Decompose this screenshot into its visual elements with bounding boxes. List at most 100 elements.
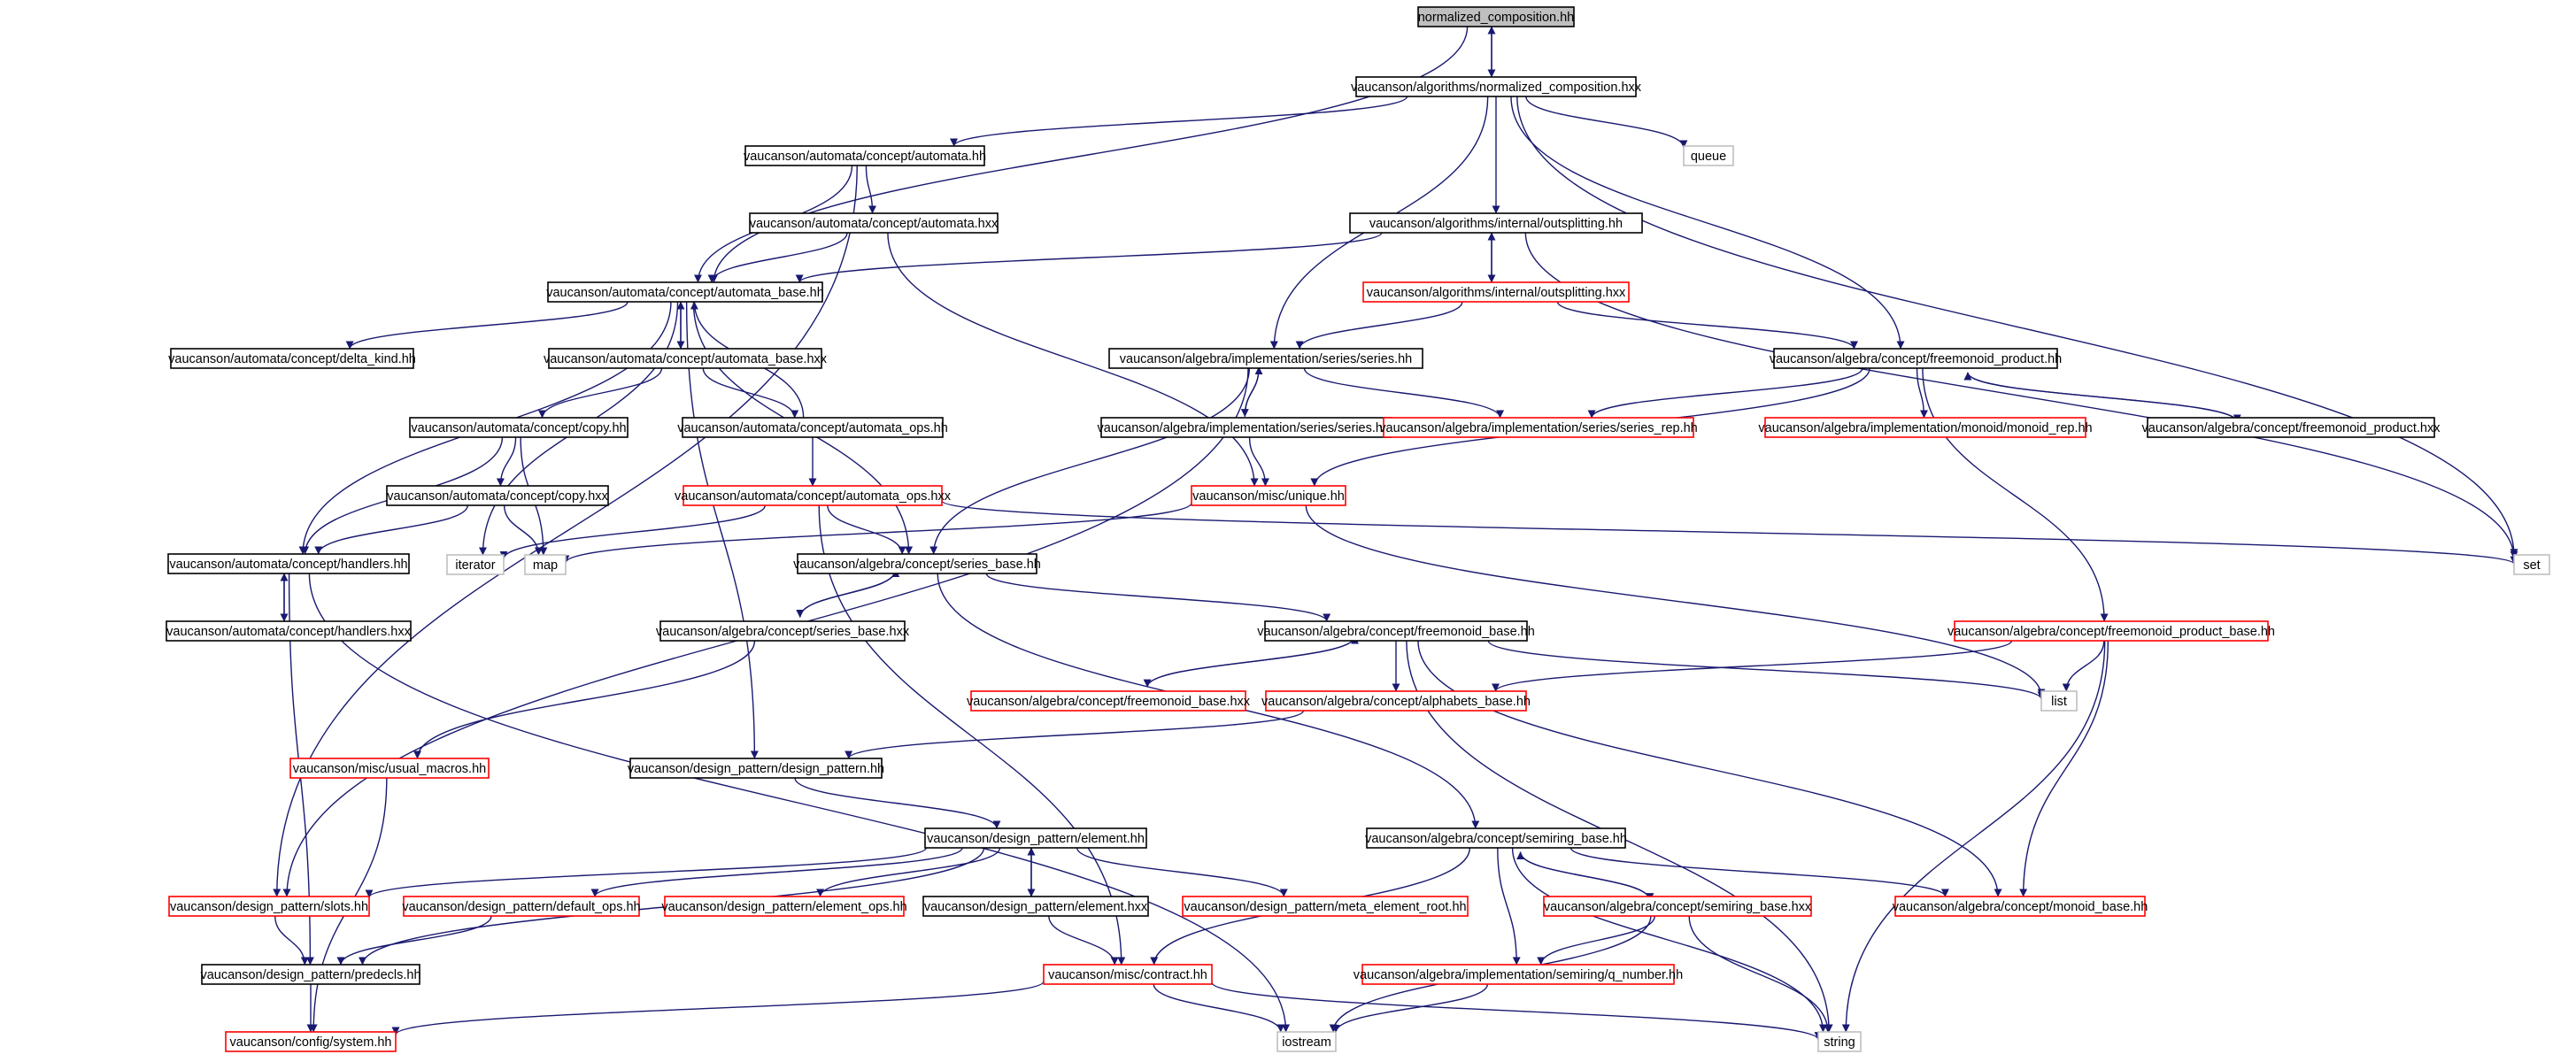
node-label: vaucanson/misc/unique.hh (1192, 489, 1345, 504)
node-outsplit-hh[interactable]: vaucanson/algorithms/internal/outsplitti… (1349, 212, 1643, 234)
node-series-base-hh[interactable]: vaucanson/algebra/concept/series_base.hh (793, 553, 1041, 574)
node-system[interactable]: vaucanson/config/system.hh (225, 1031, 397, 1052)
node-label: list (2051, 695, 2067, 709)
node-iterator[interactable]: iterator (446, 554, 505, 575)
node-slots[interactable]: vaucanson/design_pattern/slots.hh (168, 896, 370, 917)
edge-copy_hxx-to-map (503, 504, 543, 556)
node-usual-macros[interactable]: vaucanson/misc/usual_macros.hh (289, 758, 490, 779)
node-contract[interactable]: vaucanson/misc/contract.hh (1043, 964, 1213, 985)
node-nc-hxx[interactable]: vaucanson/algorithms/normalized_composit… (1351, 76, 1642, 97)
node-set[interactable]: set (2513, 554, 2550, 575)
node-fm-base-hxx[interactable]: vaucanson/algebra/concept/freemonoid_bas… (967, 690, 1251, 712)
node-default-ops[interactable]: vaucanson/design_pattern/default_ops.hh (402, 896, 641, 917)
node-handlers-hh[interactable]: vaucanson/automata/concept/handlers.hh (167, 553, 410, 574)
edge-semiring_base_hh-to-string (1511, 847, 1827, 1033)
node-series-rep[interactable]: vaucanson/algebra/implementation/series/… (1379, 417, 1698, 438)
edge-nc_hxx-to-automata_hh (950, 96, 1408, 147)
node-automata-hh[interactable]: vaucanson/automata/concept/automata.hh (744, 145, 986, 166)
node-label: normalized_composition.hh (1418, 11, 1575, 25)
node-series-base-hxx[interactable]: vaucanson/algebra/concept/series_base.hx… (656, 620, 910, 642)
node-fm-product-hh[interactable]: vaucanson/algebra/concept/freemonoid_pro… (1770, 348, 2063, 369)
node-box (1383, 417, 1694, 438)
node-element-hxx[interactable]: vaucanson/design_pattern/element.hxx (922, 896, 1149, 917)
node-copy-hh[interactable]: vaucanson/automata/concept/copy.hh (409, 417, 629, 438)
edge-copy_hxx-to-handlers_hh (314, 504, 468, 555)
node-iostream[interactable]: iostream (1276, 1031, 1337, 1052)
node-box (1683, 145, 1734, 166)
edge-contract-to-string (1211, 981, 1823, 1041)
node-box (1264, 620, 1528, 642)
node-automata-base-hh[interactable]: vaucanson/automata/concept/automata_base… (546, 281, 824, 303)
node-box (1276, 1031, 1337, 1052)
node-label: vaucanson/automata/concept/automata_ops.… (677, 421, 948, 435)
node-box (682, 417, 944, 438)
edge-contract-to-system (391, 981, 1045, 1035)
node-root[interactable]: normalized_composition.hh (1417, 6, 1575, 27)
node-monoid-rep[interactable]: vaucanson/algebra/implementation/monoid/… (1758, 417, 2093, 438)
node-design-pattern[interactable]: vaucanson/design_pattern/design_pattern.… (628, 758, 884, 779)
node-automata-ops-hxx[interactable]: vaucanson/automata/concept/automata_ops.… (675, 485, 952, 506)
node-list[interactable]: list (2040, 690, 2078, 712)
node-label: vaucanson/config/system.hh (230, 1035, 392, 1050)
node-label: vaucanson/misc/contract.hh (1048, 968, 1207, 982)
node-handlers-hxx[interactable]: vaucanson/automata/concept/handlers.hxx (166, 620, 412, 642)
node-semiring-base-hxx[interactable]: vaucanson/algebra/concept/semiring_base.… (1543, 896, 1812, 917)
node-map[interactable]: map (524, 554, 567, 575)
node-alphabets-base[interactable]: vaucanson/algebra/concept/alphabets_base… (1261, 690, 1531, 712)
edge-series_hxx-to-series_hh (1244, 366, 1263, 417)
node-predecls[interactable]: vaucanson/design_pattern/predecls.hh (200, 964, 421, 985)
edge-outsplit_hh-to-automata_base_hh (795, 232, 1383, 283)
node-series-hh[interactable]: vaucanson/algebra/implementation/series/… (1108, 348, 1423, 369)
edge-outsplit_hh-to-set (1524, 232, 2518, 559)
node-element-ops[interactable]: vaucanson/design_pattern/element_ops.hh (661, 896, 907, 917)
node-fm-base-hh[interactable]: vaucanson/algebra/concept/freemonoid_bas… (1257, 620, 1535, 642)
node-automata-hxx[interactable]: vaucanson/automata/concept/automata.hxx (749, 212, 999, 234)
node-monoid-base[interactable]: vaucanson/algebra/concept/monoid_base.hh (1893, 896, 2148, 917)
edge-fm_base_hh-to-monoid_base (1417, 640, 2002, 897)
node-fm-product-hxx[interactable]: vaucanson/algebra/concept/freemonoid_pro… (2142, 417, 2441, 438)
node-label: vaucanson/design_pattern/design_pattern.… (628, 762, 884, 776)
edge-automata_base_hh-to-delta_kind (345, 301, 629, 350)
node-label: vaucanson/design_pattern/meta_element_ro… (1184, 900, 1466, 914)
node-q-number[interactable]: vaucanson/algebra/implementation/semirin… (1354, 964, 1683, 985)
node-string[interactable]: string (1817, 1031, 1862, 1052)
node-outsplit-hxx[interactable]: vaucanson/algorithms/internal/outsplitti… (1362, 281, 1630, 303)
node-semiring-base-hh[interactable]: vaucanson/algebra/concept/semiring_base.… (1365, 827, 1627, 849)
node-queue[interactable]: queue (1683, 145, 1734, 166)
node-box (749, 212, 999, 234)
node-box (446, 554, 505, 575)
node-box (409, 417, 629, 438)
edge-automata_ops_hxx-to-set (941, 500, 2518, 565)
node-series-hxx[interactable]: vaucanson/algebra/implementation/series/… (1098, 417, 1397, 438)
node-box (664, 896, 905, 917)
node-box (2040, 690, 2078, 712)
node-box (1361, 964, 1675, 985)
node-box (1349, 212, 1643, 234)
edge-semiring_base_hxx-to-q_number (1537, 915, 1655, 966)
node-box (1191, 485, 1346, 506)
node-automata-base-hxx[interactable]: vaucanson/automata/concept/automata_base… (544, 348, 828, 369)
node-label: vaucanson/algebra/concept/monoid_base.hh (1893, 900, 2148, 914)
node-delta-kind[interactable]: vaucanson/automata/concept/delta_kind.hh (168, 348, 416, 369)
node-label: iterator (455, 558, 495, 573)
node-box (970, 690, 1246, 712)
node-automata-ops-hh[interactable]: vaucanson/automata/concept/automata_ops.… (677, 417, 948, 438)
node-box (1817, 1031, 1862, 1052)
node-unique-hh[interactable]: vaucanson/misc/unique.hh (1191, 485, 1346, 506)
node-label: vaucanson/design_pattern/slots.hh (170, 900, 368, 914)
edge-fm_product_base_hh-to-string (1841, 640, 2106, 1033)
node-fm-product-base-hh[interactable]: vaucanson/algebra/concept/freemonoid_pro… (1947, 620, 2275, 642)
node-box (225, 1031, 397, 1052)
edge-series_base_hxx-to-usual_macros (413, 640, 756, 759)
node-label: map (533, 558, 558, 573)
node-box (797, 553, 1037, 574)
edge-automata_hh-to-automata_hxx (865, 165, 877, 214)
node-element-hh[interactable]: vaucanson/design_pattern/element.hh (924, 827, 1147, 849)
node-copy-hxx[interactable]: vaucanson/automata/concept/copy.hxx (386, 485, 609, 506)
node-meta-element-root[interactable]: vaucanson/design_pattern/meta_element_ro… (1182, 896, 1469, 917)
edge-automata_hxx-to-unique_hh (887, 232, 1259, 487)
node-label: vaucanson/automata/concept/automata_base… (544, 352, 828, 366)
node-box (922, 896, 1149, 917)
node-label: vaucanson/algebra/concept/series_base.hx… (656, 625, 910, 639)
